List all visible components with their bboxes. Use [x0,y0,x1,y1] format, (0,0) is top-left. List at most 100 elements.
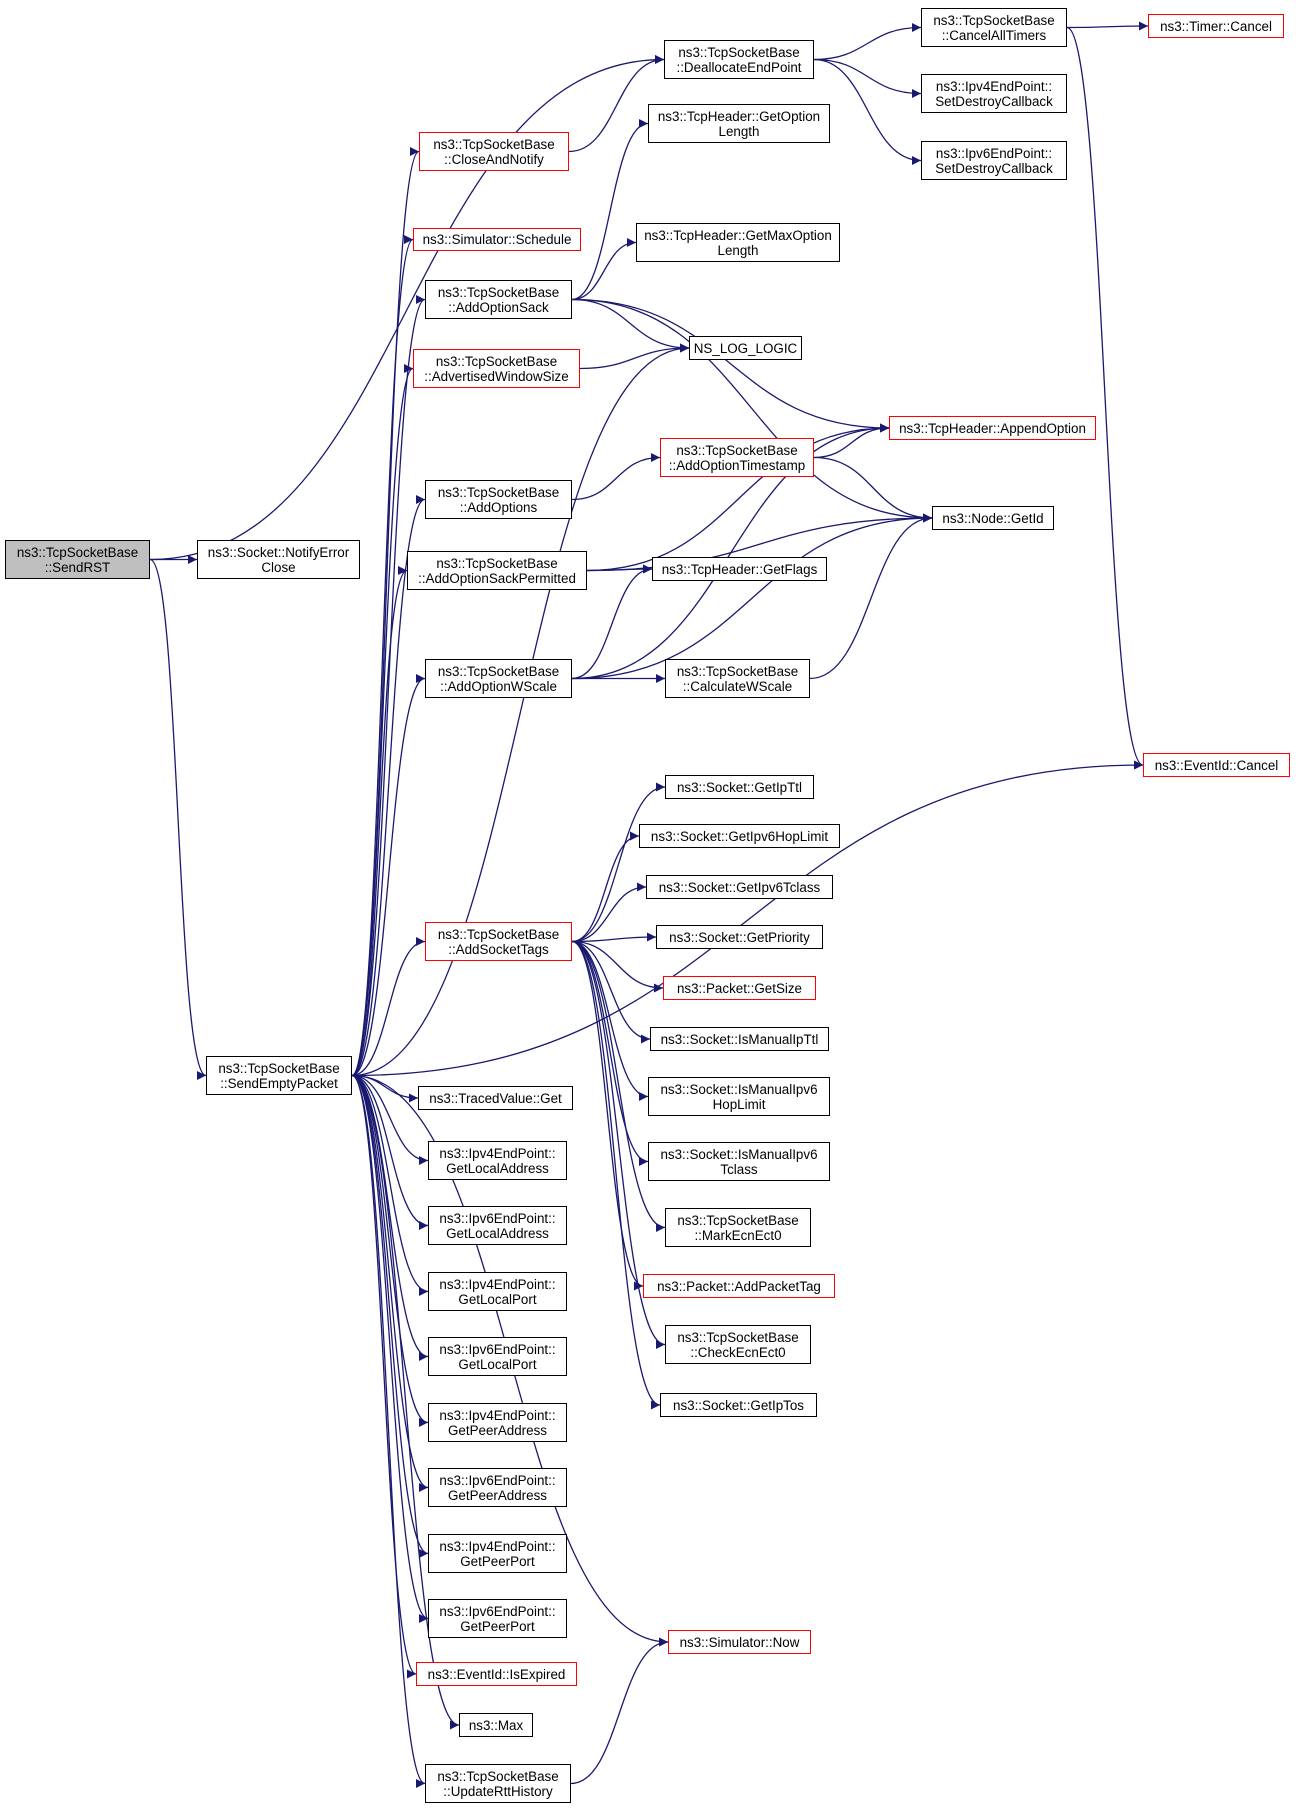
edge-sendempty-to-updrtt [351,1074,426,1788]
edge-closenotify-to-dealloc [568,55,665,153]
edge-addsackperm-to-appendopt [586,423,890,572]
node-timercancel[interactable]: ns3::Timer::Cancel [1148,14,1284,38]
edge-sendempty-to-v4local [351,1074,429,1165]
node-getipv6hop[interactable]: ns3::Socket::GetIpv6HopLimit [639,824,840,848]
node-notifyerr[interactable]: ns3::Socket::NotifyError Close [197,540,360,579]
edge-sendempty-to-isexpired [351,1074,417,1679]
node-tracedget[interactable]: ns3::TracedValue::Get [418,1086,573,1110]
node-sendempty[interactable]: ns3::TcpSocketBase ::SendEmptyPacket [206,1056,352,1095]
edge-calcwscale-to-nodegetid [809,513,933,680]
edge-sendempty-to-v4peer [351,1074,429,1427]
edge-addsockettags-to-ismanhop [571,940,649,1101]
edge-addwscale-to-getflags [571,564,653,680]
node-ismanttl[interactable]: ns3::Socket::IsManualIpTtl [650,1027,829,1051]
node-v6local[interactable]: ns3::Ipv6EndPoint:: GetLocalAddress [428,1206,567,1245]
edge-sendrst-to-sendempty [149,558,207,1080]
edge-addsockettags-to-getipv6hop [571,831,640,943]
node-getmaxoptlen[interactable]: ns3::TcpHeader::GetMaxOption Length [636,223,840,262]
node-nodegetid[interactable]: ns3::Node::GetId [932,506,1054,530]
edge-addsack-to-getoptlen [571,119,649,301]
node-addsockettags[interactable]: ns3::TcpSocketBase ::AddSocketTags [425,922,572,961]
edge-addsack-to-appendopt [571,298,890,433]
edge-sendempty-to-v4pport [351,1074,429,1558]
node-ismantc[interactable]: ns3::Socket::IsManualIpv6 Tclass [648,1142,830,1181]
node-addsack[interactable]: ns3::TcpSocketBase ::AddOptionSack [425,280,572,319]
node-canceltimers[interactable]: ns3::TcpSocketBase ::CancelAllTimers [921,8,1067,47]
node-max[interactable]: ns3::Max [459,1713,533,1737]
node-getiptos[interactable]: ns3::Socket::GetIpTos [660,1393,817,1417]
edge-addsockettags-to-ismanttl [571,940,651,1044]
edge-addsockettags-to-getprio [571,932,657,943]
edge-sendempty-to-schedule [351,235,414,1077]
node-dealloc[interactable]: ns3::TcpSocketBase ::DeallocateEndPoint [664,40,814,79]
node-closenotify[interactable]: ns3::TcpSocketBase ::CloseAndNotify [419,132,569,171]
edge-dealloc-to-canceltimers [813,23,922,61]
node-eventcancel[interactable]: ns3::EventId::Cancel [1143,753,1290,777]
edge-sendempty-to-addsackperm [351,566,408,1077]
edge-updrtt-to-simnow [570,1637,669,1785]
edge-sendempty-to-max [351,1074,460,1730]
edge-canceltimers-to-eventcancel [1066,26,1144,770]
edge-addsockettags-to-getsize [571,940,664,993]
edge-addsockettags-to-addptag [571,940,644,1291]
node-v4lport[interactable]: ns3::Ipv4EndPoint:: GetLocalPort [428,1272,567,1311]
node-v6destroy[interactable]: ns3::Ipv6EndPoint:: SetDestroyCallback [921,141,1067,180]
node-v6peer[interactable]: ns3::Ipv6EndPoint:: GetPeerAddress [428,1468,567,1507]
node-calcwscale[interactable]: ns3::TcpSocketBase ::CalculateWScale [665,659,810,698]
node-v4local[interactable]: ns3::Ipv4EndPoint:: GetLocalAddress [428,1141,567,1180]
node-v4peer[interactable]: ns3::Ipv4EndPoint:: GetPeerAddress [428,1403,567,1442]
node-ismanhop[interactable]: ns3::Socket::IsManualIpv6 HopLimit [648,1077,830,1116]
edge-sendempty-to-nslog [351,343,690,1077]
node-getsize[interactable]: ns3::Packet::GetSize [663,976,816,1000]
node-checkecn[interactable]: ns3::TcpSocketBase ::CheckEcnEct0 [665,1325,811,1364]
edge-addsockettags-to-getiptos [571,940,661,1410]
edge-sendempty-to-addsockettags [351,937,426,1077]
node-getprio[interactable]: ns3::Socket::GetPriority [656,925,823,949]
node-simnow[interactable]: ns3::Simulator::Now [668,1630,811,1654]
node-getoptlen[interactable]: ns3::TcpHeader::GetOption Length [648,104,830,143]
edge-addoptions-to-addts [571,453,661,501]
node-addoptions[interactable]: ns3::TcpSocketBase ::AddOptions [425,480,572,519]
node-addwscale[interactable]: ns3::TcpSocketBase ::AddOptionWScale [425,659,572,698]
node-v4destroy[interactable]: ns3::Ipv4EndPoint:: SetDestroyCallback [921,74,1067,113]
edge-advwin-to-nslog [579,343,690,370]
node-updrtt[interactable]: ns3::TcpSocketBase ::UpdateRttHistory [425,1764,571,1803]
edge-sendempty-to-addwscale [351,674,426,1077]
node-addsackperm[interactable]: ns3::TcpSocketBase ::AddOptionSackPermit… [407,551,587,590]
node-v6pport[interactable]: ns3::Ipv6EndPoint:: GetPeerPort [428,1599,567,1638]
edge-sendrst-to-dealloc [149,55,665,561]
edge-sendempty-to-addoptions [351,495,426,1077]
edge-addsockettags-to-getipttl [571,782,666,943]
node-v6lport[interactable]: ns3::Ipv6EndPoint:: GetLocalPort [428,1337,567,1376]
node-isexpired[interactable]: ns3::EventId::IsExpired [416,1662,577,1686]
node-addts[interactable]: ns3::TcpSocketBase ::AddOptionTimestamp [660,438,814,477]
edge-addwscale-to-nodegetid [571,513,933,680]
edge-dealloc-to-v6destroy [813,58,922,165]
node-addptag[interactable]: ns3::Packet::AddPacketTag [643,1274,835,1298]
node-markecn[interactable]: ns3::TcpSocketBase ::MarkEcnEct0 [665,1208,811,1247]
edge-dealloc-to-v4destroy [813,58,922,98]
edge-sendempty-to-advwin [351,364,414,1077]
node-advwin[interactable]: ns3::TcpSocketBase ::AdvertisedWindowSiz… [413,349,580,388]
node-nslog[interactable]: NS_LOG_LOGIC [689,336,802,360]
edge-addsack-to-getmaxoptlen [571,238,637,301]
node-getipv6tc[interactable]: ns3::Socket::GetIpv6Tclass [646,875,833,899]
node-getflags[interactable]: ns3::TcpHeader::GetFlags [652,557,827,581]
edge-sendempty-to-v6peer [351,1074,429,1492]
node-schedule[interactable]: ns3::Simulator::Schedule [413,228,581,251]
edge-canceltimers-to-timercancel [1066,21,1149,31]
node-v4pport[interactable]: ns3::Ipv4EndPoint:: GetPeerPort [428,1534,567,1573]
edge-addsockettags-to-ismantc [571,940,649,1166]
edge-addts-to-nodegetid [813,456,933,523]
edge-sendempty-to-v4lport [351,1074,429,1296]
node-sendrst: ns3::TcpSocketBase ::SendRST [5,540,150,579]
edge-addsockettags-to-getipv6tc [571,882,647,943]
edge-addsack-to-nodegetid [571,298,933,523]
edge-addsockettags-to-markecn [571,940,666,1232]
edge-sendempty-to-v6pport [351,1074,429,1623]
edge-sendempty-to-v6local [351,1074,429,1230]
edge-addsack-to-nslog [571,298,690,353]
node-getipttl[interactable]: ns3::Socket::GetIpTtl [665,775,814,799]
node-appendopt[interactable]: ns3::TcpHeader::AppendOption [889,416,1096,440]
